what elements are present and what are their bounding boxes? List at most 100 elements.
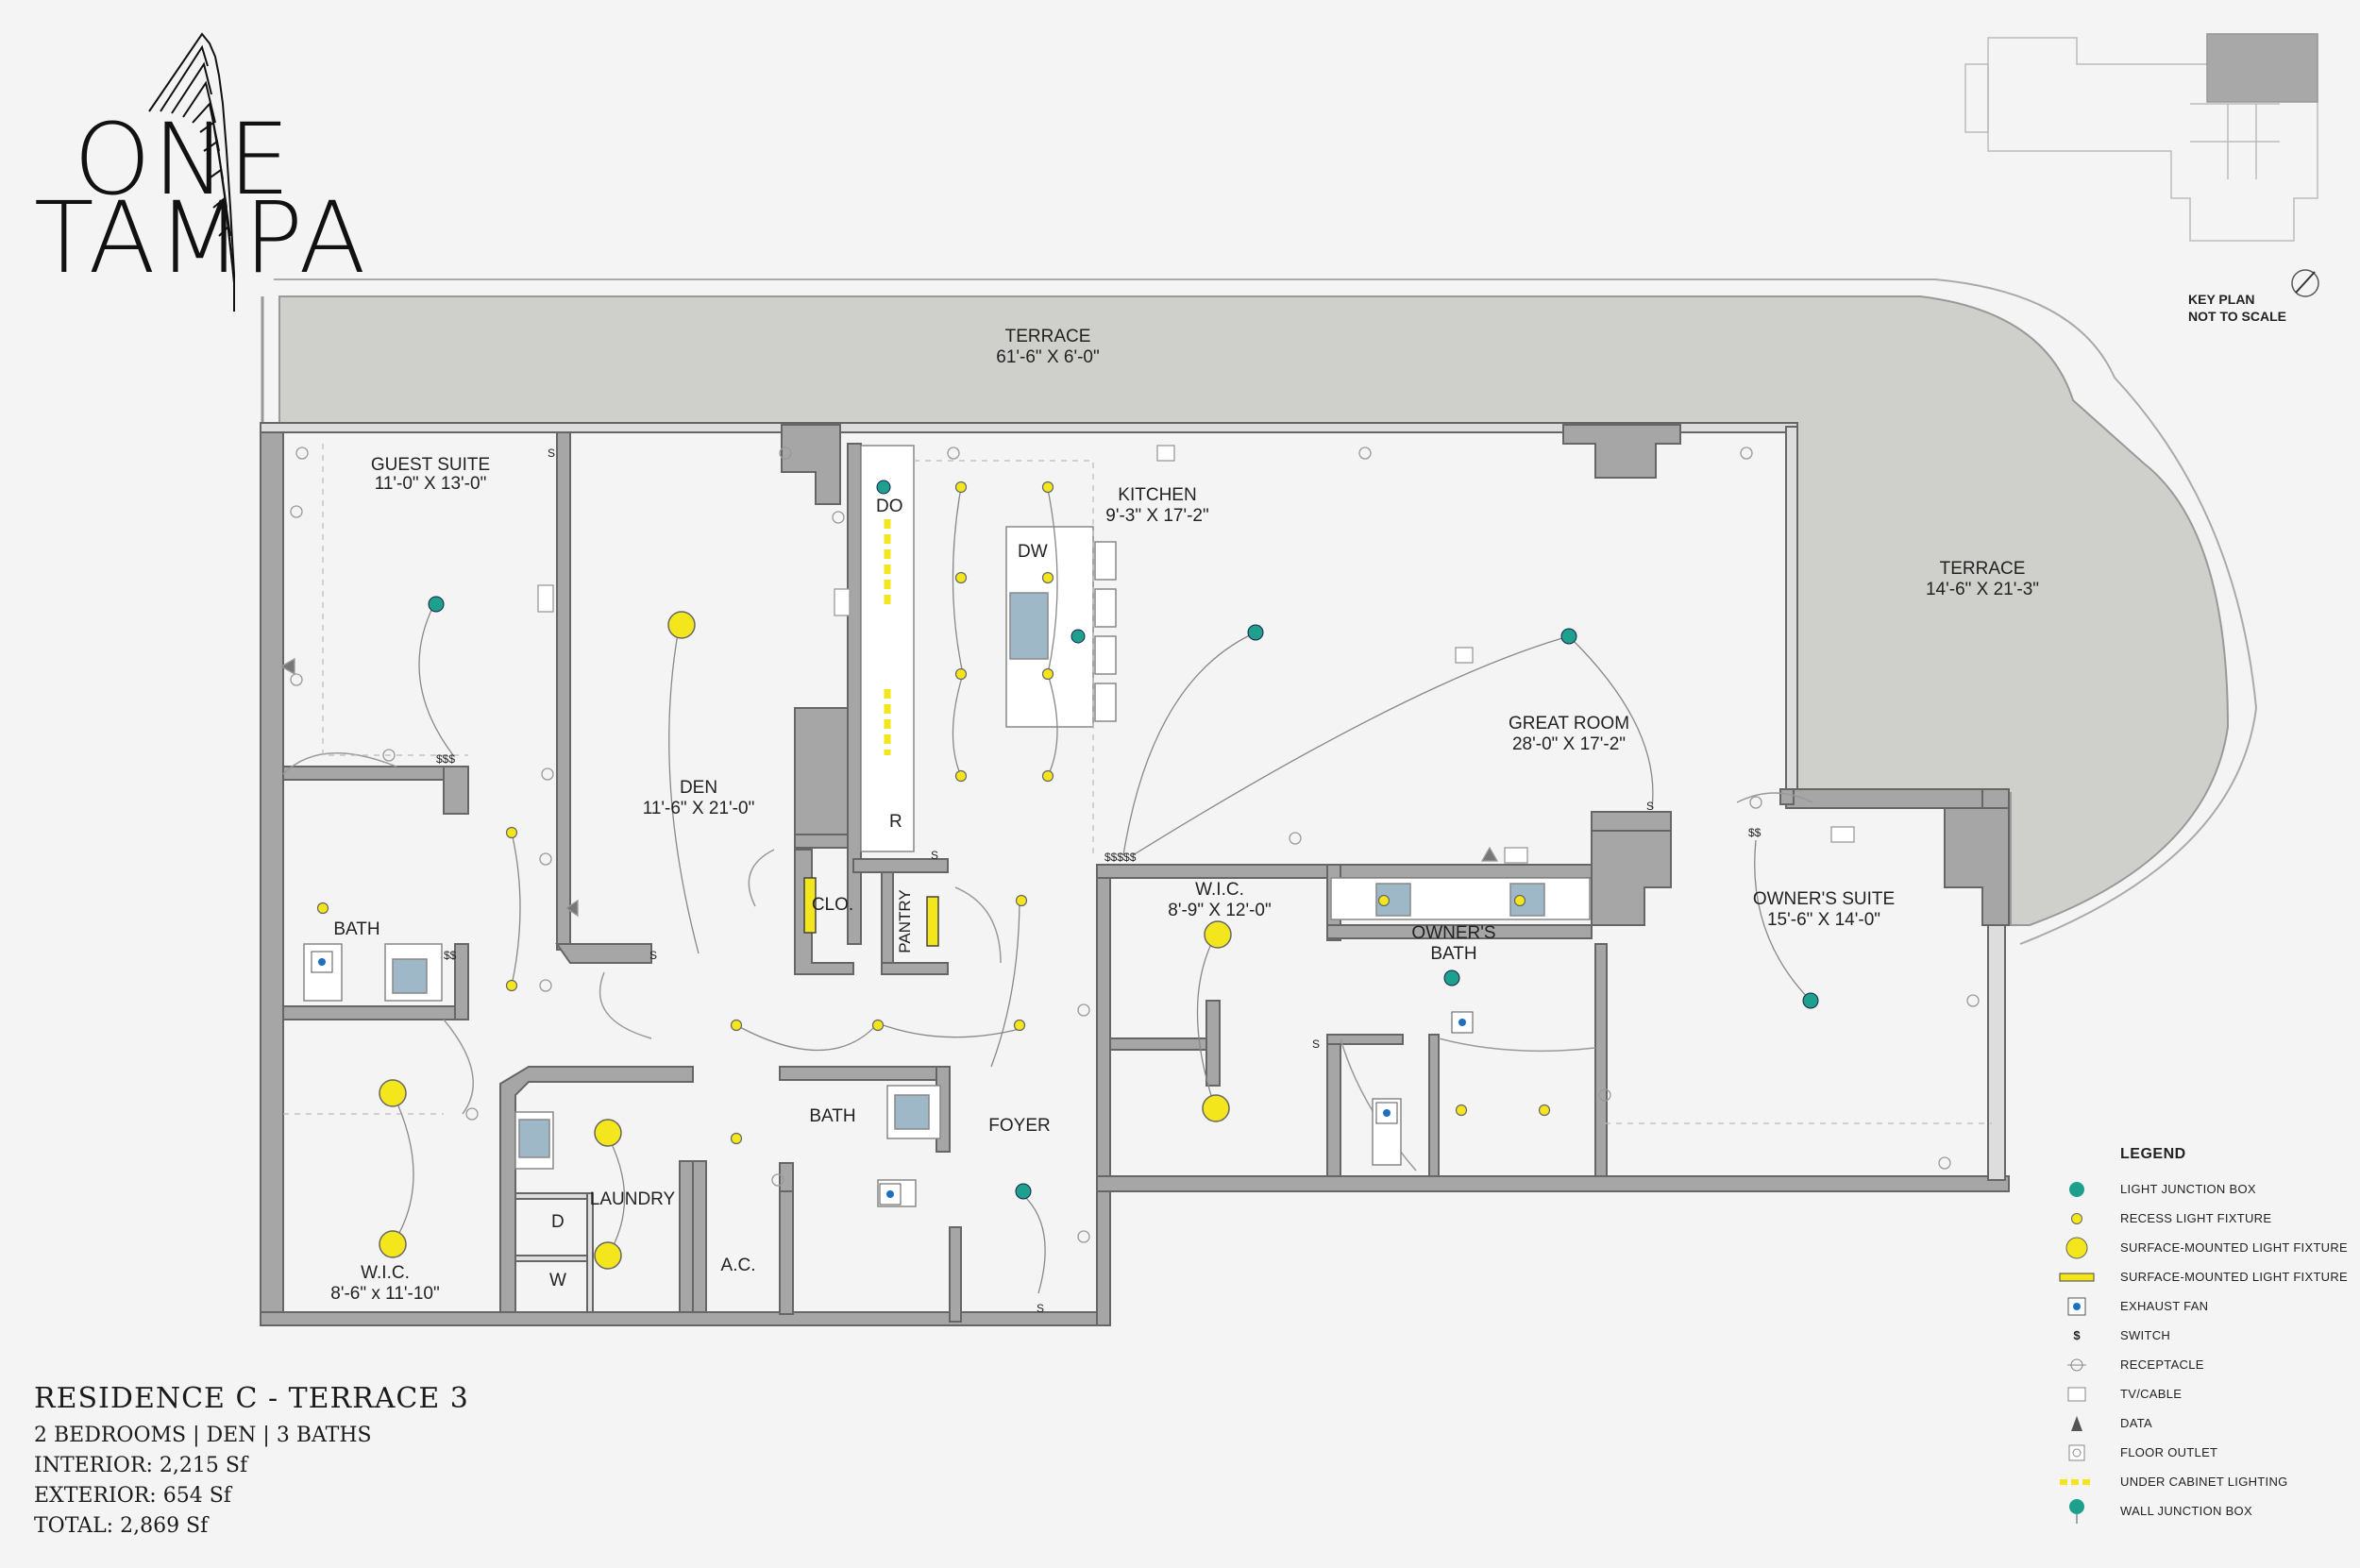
residence-total: TOTAL: 2,869 Sf bbox=[34, 1514, 209, 1538]
key-plan-title: KEY PLAN bbox=[2188, 292, 2255, 307]
key-plan-subtitle: NOT TO SCALE bbox=[2188, 309, 2286, 324]
room-labels: TERRACE 61'-6" X 6'-0" TERRACE 14'-6" X … bbox=[330, 327, 2039, 1304]
residence-title: RESIDENCE C - TERRACE 3 bbox=[34, 1382, 469, 1415]
junction-box bbox=[1015, 1183, 1032, 1200]
legend-item: FLOOR OUTLET bbox=[2058, 1438, 2348, 1467]
oven-label: DO bbox=[876, 497, 903, 516]
surface-light-bar-icon bbox=[2059, 1273, 2095, 1281]
tv-cable-icon bbox=[2067, 1387, 2086, 1401]
wic-owner-name: W.I.C. bbox=[1195, 880, 1244, 900]
surface-light-bar bbox=[803, 877, 817, 934]
legend-item-label: EXHAUST FAN bbox=[2120, 1299, 2209, 1313]
junction-box bbox=[1802, 992, 1819, 1009]
under-cabinet-light-icon bbox=[2060, 1478, 2094, 1485]
floor-outlet-icon bbox=[1455, 647, 1474, 664]
surface-light-round-icon bbox=[2065, 1237, 2088, 1258]
surface-light bbox=[1204, 920, 1232, 949]
key-plan bbox=[1964, 33, 2319, 297]
legend-item: WALL JUNCTION BOX bbox=[2058, 1496, 2348, 1526]
junction-box bbox=[1247, 624, 1264, 641]
refrigerator-label: R bbox=[889, 812, 902, 832]
switch-label-ss: $$ bbox=[444, 949, 457, 962]
legend-item-label: SURFACE-MOUNTED LIGHT FIXTURE bbox=[2120, 1240, 2349, 1255]
wic-guest-dims: 8'-6" x 11'-10" bbox=[330, 1284, 439, 1304]
owners-suite-name: OWNER'S SUITE bbox=[1753, 889, 1895, 909]
switches: S $$$ $$$$$ S $$ $$ S S S S bbox=[436, 447, 1762, 1315]
junction-boxes bbox=[428, 480, 1819, 1200]
wall-junction-box-icon bbox=[2069, 1498, 2084, 1524]
junction-box bbox=[876, 480, 891, 495]
den-dims: 11'-6" X 21'-0" bbox=[643, 799, 755, 818]
owners-suite-dims: 15'-6" X 14'-0" bbox=[1767, 910, 1880, 930]
surface-light-bar bbox=[926, 896, 939, 947]
legend-item-label: SURFACE-MOUNTED LIGHT FIXTURE bbox=[2120, 1270, 2349, 1284]
wiring bbox=[392, 486, 1812, 1294]
bath-hall-name: BATH bbox=[809, 1106, 855, 1126]
surface-light bbox=[594, 1119, 622, 1147]
recess-light-icon bbox=[2071, 1212, 2082, 1224]
recess-lights bbox=[316, 481, 1551, 1145]
receptacles bbox=[290, 447, 1980, 1243]
north-arrow-icon bbox=[2291, 269, 2319, 297]
den-name: DEN bbox=[680, 778, 717, 798]
logo-line2: TAMPA bbox=[34, 180, 368, 295]
wic-guest-name: W.I.C. bbox=[361, 1263, 410, 1283]
data-icon bbox=[565, 899, 579, 918]
logo-line1: ONE bbox=[74, 102, 292, 217]
dishwasher-label: DW bbox=[1018, 542, 1048, 562]
switch-icon: S bbox=[1037, 1302, 1044, 1315]
legend-item: $ SWITCH bbox=[2058, 1321, 2348, 1350]
legend: LEGEND LIGHT JUNCTION BOX RECESS LIGHT F… bbox=[2058, 1146, 2348, 1526]
junction-box bbox=[1070, 629, 1086, 644]
guest-suite-dims: 11'-0" X 13'-0" bbox=[375, 474, 487, 494]
residence-exterior: EXTERIOR: 654 Sf bbox=[34, 1484, 231, 1508]
legend-item: RECESS LIGHT FIXTURE bbox=[2058, 1204, 2348, 1233]
logo: ONE TAMPA bbox=[34, 32, 368, 312]
switch-icon: $ bbox=[2073, 1328, 2081, 1342]
ceiling-lines bbox=[283, 444, 1992, 1124]
legend-item-label: WALL JUNCTION BOX bbox=[2120, 1504, 2252, 1518]
closet-name: CLO. bbox=[812, 895, 853, 915]
surface-light bbox=[667, 611, 696, 639]
legend-item-label: FLOOR OUTLET bbox=[2120, 1445, 2218, 1459]
residence-rooms: 2 BEDROOMS | DEN | 3 BATHS bbox=[34, 1424, 372, 1447]
data-icon bbox=[2071, 1415, 2082, 1431]
great-room-dims: 28'-0" X 17'-2" bbox=[1512, 734, 1626, 754]
tv-cable-icon bbox=[1504, 847, 1528, 864]
tv-cable-icon bbox=[834, 588, 851, 616]
kitchen-appliances bbox=[303, 445, 1591, 1207]
legend-item: EXHAUST FAN bbox=[2058, 1291, 2348, 1321]
legend-item-label: RECEPTACLE bbox=[2120, 1357, 2204, 1372]
receptacle-icon bbox=[2067, 1358, 2086, 1371]
foyer-name: FOYER bbox=[988, 1116, 1050, 1136]
surface-light bbox=[1202, 1094, 1230, 1122]
junction-box bbox=[1443, 969, 1460, 986]
legend-item-label: RECESS LIGHT FIXTURE bbox=[2120, 1211, 2272, 1225]
switch-label-ss: $$ bbox=[1748, 826, 1762, 839]
switch-label-sss: $$$ bbox=[436, 752, 455, 766]
ac-name: A.C. bbox=[721, 1256, 756, 1275]
pantry-name: PANTRY bbox=[896, 889, 914, 953]
legend-item: SURFACE-MOUNTED LIGHT FIXTURE bbox=[2058, 1262, 2348, 1291]
tv-cable-icon bbox=[537, 584, 554, 613]
residence-info: RESIDENCE C - TERRACE 3 2 BEDROOMS | DEN… bbox=[34, 1382, 469, 1542]
legend-item-label: LIGHT JUNCTION BOX bbox=[2120, 1182, 2256, 1196]
surface-light bbox=[594, 1241, 622, 1270]
logo-tower-icon bbox=[148, 32, 235, 312]
legend-item: LIGHT JUNCTION BOX bbox=[2058, 1174, 2348, 1204]
legend-item: DATA bbox=[2058, 1408, 2348, 1438]
legend-title: LEGEND bbox=[2120, 1146, 2186, 1162]
legend-item-label: UNDER CABINET LIGHTING bbox=[2120, 1475, 2288, 1489]
washer-label: W bbox=[549, 1271, 566, 1290]
light-junction-box-icon bbox=[2069, 1181, 2084, 1197]
residence-interior: INTERIOR: 2,215 Sf bbox=[34, 1454, 248, 1477]
switch-icon: S bbox=[649, 949, 657, 962]
legend-item: UNDER CABINET LIGHTING bbox=[2058, 1467, 2348, 1496]
tv-cable-icon bbox=[1830, 826, 1855, 843]
dryer-label: D bbox=[551, 1212, 565, 1232]
guest-suite-name: GUEST SUITE bbox=[371, 455, 490, 475]
legend-item: TV/CABLE bbox=[2058, 1379, 2348, 1408]
floor-outlet-icon bbox=[2068, 1444, 2085, 1460]
legend-item-label: TV/CABLE bbox=[2120, 1387, 2183, 1401]
surface-light bbox=[379, 1230, 407, 1258]
